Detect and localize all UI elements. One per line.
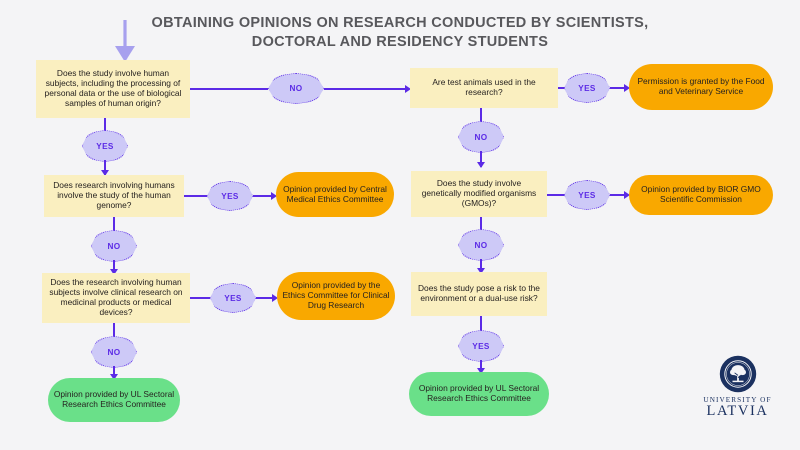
- decision-q3-yes[interactable]: YES: [210, 283, 256, 313]
- decision-q1-yes[interactable]: YES: [82, 130, 128, 162]
- arrowhead-to-bior: [624, 191, 630, 199]
- decision-q4-yes-label: YES: [578, 83, 596, 93]
- connector-q2-no-bottom: [113, 260, 115, 274]
- page-title: OBTAINING OPINIONS ON RESEARCH CONDUCTED…: [151, 15, 649, 51]
- decision-q5-yes-label: YES: [578, 190, 596, 200]
- decision-q6-yes[interactable]: YES: [458, 330, 504, 362]
- connector-q3-no-top: [113, 323, 115, 338]
- decision-q1-yes-label: YES: [96, 141, 114, 151]
- connector-q5-yes-right: [610, 194, 628, 196]
- question-box-human-genome[interactable]: Does research involving humans involve t…: [44, 175, 184, 217]
- result-clinical-drug-research-committee[interactable]: Opinion provided by the Ethics Committee…: [277, 272, 395, 320]
- question-box-environment-risk-label: Does the study pose a risk to the enviro…: [418, 283, 540, 303]
- decision-q2-no-label: NO: [107, 241, 121, 251]
- result-central-medical-ethics-committee-label: Opinion provided by Central Medical Ethi…: [283, 183, 387, 204]
- decision-q2-yes[interactable]: YES: [207, 181, 253, 211]
- connector-q2-yes-left: [184, 195, 207, 197]
- result-ul-sectoral-left-label: Opinion provided by UL Sectoral Research…: [53, 389, 175, 409]
- result-ul-sectoral-right-label: Opinion provided by UL Sectoral Research…: [418, 383, 540, 403]
- university-of-latvia-logo: UNIVERSITY OF LATVIA: [690, 355, 785, 419]
- connector-q3-yes-right: [256, 297, 276, 299]
- connector-q6-yes-bottom: [480, 360, 482, 373]
- logo-line-university-of: UNIVERSITY OF: [703, 396, 772, 404]
- result-ul-sectoral-left[interactable]: Opinion provided by UL Sectoral Research…: [48, 378, 180, 422]
- result-ul-sectoral-right[interactable]: Opinion provided by UL Sectoral Research…: [409, 372, 549, 416]
- result-bior-gmo-commission-label: Opinion provided by BIOR GMO Scientific …: [641, 184, 761, 204]
- connector-q1-yes-bottom: [104, 160, 106, 175]
- decision-q2-yes-label: YES: [221, 191, 239, 201]
- connector-q1-no-left: [190, 88, 268, 90]
- arrowhead-to-fvs: [624, 84, 630, 92]
- arrowhead-to-q6: [477, 268, 485, 274]
- decision-q1-no[interactable]: NO: [268, 73, 324, 104]
- connector-q2-no-top: [113, 217, 115, 232]
- connector-q5-no-top: [480, 217, 482, 232]
- question-box-human-genome-label: Does research involving humans involve t…: [53, 180, 175, 210]
- question-box-environment-risk[interactable]: Does the study pose a risk to the enviro…: [411, 272, 547, 316]
- arrowhead-to-ul-right: [477, 368, 485, 374]
- question-box-gmo-label: Does the study involve genetically modif…: [421, 178, 537, 208]
- connector-q2-yes-right: [253, 195, 275, 197]
- decision-q5-no[interactable]: NO: [458, 229, 504, 261]
- connector-q1-yes-top: [104, 118, 106, 134]
- decision-q4-yes[interactable]: YES: [564, 73, 610, 103]
- connector-q5-yes-left: [547, 194, 567, 196]
- question-box-clinical-research-label: Does the research involving human subjec…: [49, 277, 183, 317]
- result-food-veterinary-service-label: Permission is granted by the Food and Ve…: [637, 76, 765, 96]
- question-box-clinical-research[interactable]: Does the research involving human subjec…: [42, 273, 190, 323]
- result-central-medical-ethics-committee[interactable]: Opinion provided by Central Medical Ethi…: [276, 172, 394, 217]
- arrowhead-to-cmec: [271, 192, 277, 200]
- connector-q1-no-right: [324, 88, 408, 90]
- arrowhead-to-q5: [477, 162, 485, 168]
- decision-q3-yes-label: YES: [224, 293, 242, 303]
- intro-arrow-icon: [115, 20, 135, 62]
- connector-q4-yes-right: [610, 87, 628, 89]
- result-clinical-drug-research-committee-label: Opinion provided by the Ethics Committee…: [282, 280, 390, 310]
- connector-q4-no-bottom: [480, 151, 482, 167]
- question-box-test-animals-label: Are test animals used in the research?: [432, 77, 536, 97]
- decision-q4-no-label: NO: [474, 132, 488, 142]
- decision-q6-yes-label: YES: [472, 341, 490, 351]
- question-box-human-subjects[interactable]: Does the study involve human subjects, i…: [36, 60, 190, 118]
- decision-q4-no[interactable]: NO: [458, 121, 504, 153]
- decision-q1-no-label: NO: [289, 84, 303, 93]
- university-seal-icon: [719, 355, 756, 393]
- result-bior-gmo-commission[interactable]: Opinion provided by BIOR GMO Scientific …: [629, 175, 773, 215]
- logo-line-latvia: LATVIA: [706, 403, 769, 419]
- decision-q5-no-label: NO: [474, 240, 488, 250]
- connector-q6-yes-top: [480, 316, 482, 332]
- connector-q3-no-bottom: [113, 366, 115, 379]
- connector-q4-no-top: [480, 108, 482, 123]
- decision-q3-no[interactable]: NO: [91, 336, 137, 368]
- arrowhead-to-q3: [110, 269, 118, 275]
- connector-q3-yes-left: [190, 297, 210, 299]
- decision-q3-no-label: NO: [107, 347, 121, 357]
- arrowhead-to-q4: [405, 85, 411, 93]
- arrowhead-to-ul-left: [110, 374, 118, 380]
- decision-q5-yes[interactable]: YES: [564, 180, 610, 210]
- result-food-veterinary-service[interactable]: Permission is granted by the Food and Ve…: [629, 64, 773, 110]
- question-box-test-animals[interactable]: Are test animals used in the research?: [410, 68, 558, 108]
- decision-q2-no[interactable]: NO: [91, 230, 137, 262]
- question-box-human-subjects-label: Does the study involve human subjects, i…: [44, 68, 182, 108]
- arrowhead-to-clinical-drug: [272, 294, 278, 302]
- question-box-gmo[interactable]: Does the study involve genetically modif…: [411, 171, 547, 217]
- arrowhead-to-q2: [101, 170, 109, 176]
- connector-q5-no-bottom: [480, 259, 482, 273]
